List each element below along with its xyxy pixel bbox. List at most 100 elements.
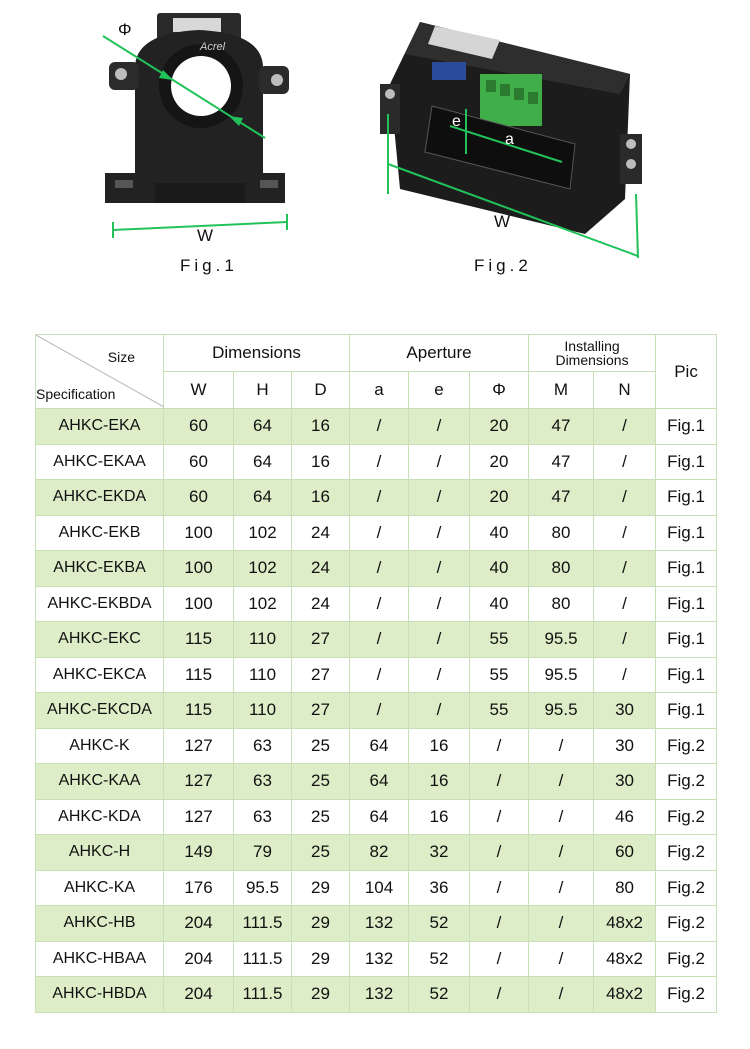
cell-pic: Fig.1 bbox=[655, 443, 718, 480]
cell-pic: Fig.2 bbox=[655, 727, 718, 764]
cell-phi: 40 bbox=[468, 550, 530, 587]
cell-a: / bbox=[349, 692, 409, 729]
figure-1-sensor-image: Φ W Acrel bbox=[95, 8, 305, 248]
cell-a: / bbox=[349, 585, 409, 622]
cell-a: 132 bbox=[349, 905, 409, 942]
cell-m: / bbox=[528, 869, 595, 906]
cell-model: AHKC-EKBDA bbox=[35, 585, 164, 622]
cell-w: 60 bbox=[163, 479, 234, 516]
cell-pic: Fig.2 bbox=[655, 798, 718, 835]
cell-h: 64 bbox=[233, 408, 292, 445]
cell-d: 29 bbox=[291, 940, 350, 977]
col-header-n: N bbox=[593, 371, 657, 409]
cell-h: 110 bbox=[233, 692, 292, 729]
aperture-group-header: Aperture bbox=[348, 334, 530, 372]
cell-n: / bbox=[593, 514, 657, 551]
cell-model: AHKC-KAA bbox=[35, 763, 164, 800]
corner-header-cell: Size Specification bbox=[35, 334, 164, 409]
sensor-fig1-drawing bbox=[102, 13, 289, 238]
cell-w: 149 bbox=[163, 834, 234, 871]
cell-d: 25 bbox=[291, 763, 350, 800]
cell-m: / bbox=[528, 834, 595, 871]
cell-phi: / bbox=[468, 727, 530, 764]
cell-e: / bbox=[408, 656, 470, 693]
cell-model: AHKC-EKCA bbox=[35, 656, 164, 693]
cell-e: 32 bbox=[408, 834, 470, 871]
cell-pic: Fig.1 bbox=[655, 692, 718, 729]
cell-n: / bbox=[593, 621, 657, 658]
cell-phi: 20 bbox=[468, 443, 530, 480]
installing-line2: Dimensions bbox=[555, 352, 629, 368]
cell-w: 204 bbox=[163, 940, 234, 977]
col-header-e: e bbox=[408, 371, 470, 409]
corner-size-label: Size bbox=[107, 349, 135, 365]
cell-model: AHKC-EKC bbox=[35, 621, 164, 658]
cell-d: 27 bbox=[291, 692, 350, 729]
cell-pic: Fig.1 bbox=[655, 479, 718, 516]
cell-d: 25 bbox=[291, 834, 350, 871]
cell-n: 48x2 bbox=[593, 940, 657, 977]
cell-phi: 55 bbox=[468, 692, 530, 729]
col-header-m: M bbox=[528, 371, 595, 409]
cell-pic: Fig.2 bbox=[655, 869, 718, 906]
cell-h: 110 bbox=[233, 621, 292, 658]
cell-pic: Fig.1 bbox=[655, 514, 718, 551]
cell-pic: Fig.1 bbox=[655, 656, 718, 693]
specification-table: Size Specification Dimensions Aperture I… bbox=[35, 334, 718, 1013]
cell-w: 100 bbox=[163, 514, 234, 551]
cell-n: 80 bbox=[593, 869, 657, 906]
cell-model: AHKC-EKBA bbox=[35, 550, 164, 587]
cell-phi: 20 bbox=[468, 479, 530, 516]
cell-phi: / bbox=[468, 940, 530, 977]
cell-e: / bbox=[408, 408, 470, 445]
pic-column-header: Pic bbox=[655, 334, 718, 409]
cell-pic: Fig.1 bbox=[655, 408, 718, 445]
cell-phi: / bbox=[468, 905, 530, 942]
cell-m: / bbox=[528, 798, 595, 835]
cell-pic: Fig.1 bbox=[655, 550, 718, 587]
cell-model: AHKC-EKAA bbox=[35, 443, 164, 480]
cell-n: / bbox=[593, 408, 657, 445]
fig1-caption: Fig.1 bbox=[180, 256, 238, 275]
cell-w: 100 bbox=[163, 550, 234, 587]
cell-d: 16 bbox=[291, 443, 350, 480]
cell-m: 80 bbox=[528, 514, 595, 551]
cell-d: 27 bbox=[291, 621, 350, 658]
cell-m: / bbox=[528, 763, 595, 800]
cell-e: / bbox=[408, 514, 470, 551]
cell-phi: 55 bbox=[468, 656, 530, 693]
cell-model: AHKC-KDA bbox=[35, 798, 164, 835]
fig2-a-label: a bbox=[505, 131, 514, 148]
cell-e: 52 bbox=[408, 976, 470, 1013]
cell-a: / bbox=[349, 443, 409, 480]
cell-h: 102 bbox=[233, 514, 292, 551]
cell-m: 80 bbox=[528, 585, 595, 622]
cell-pic: Fig.2 bbox=[655, 905, 718, 942]
cell-a: 64 bbox=[349, 763, 409, 800]
cell-d: 29 bbox=[291, 976, 350, 1013]
cell-h: 110 bbox=[233, 656, 292, 693]
cell-h: 64 bbox=[233, 479, 292, 516]
cell-w: 204 bbox=[163, 976, 234, 1013]
cell-h: 111.5 bbox=[233, 976, 292, 1013]
cell-h: 102 bbox=[233, 550, 292, 587]
cell-d: 24 bbox=[291, 514, 350, 551]
cell-a: / bbox=[349, 550, 409, 587]
cell-model: AHKC-EKCDA bbox=[35, 692, 164, 729]
cell-h: 79 bbox=[233, 834, 292, 871]
cell-m: 95.5 bbox=[528, 621, 595, 658]
cell-h: 95.5 bbox=[233, 869, 292, 906]
cell-n: 48x2 bbox=[593, 976, 657, 1013]
cell-n: 48x2 bbox=[593, 905, 657, 942]
